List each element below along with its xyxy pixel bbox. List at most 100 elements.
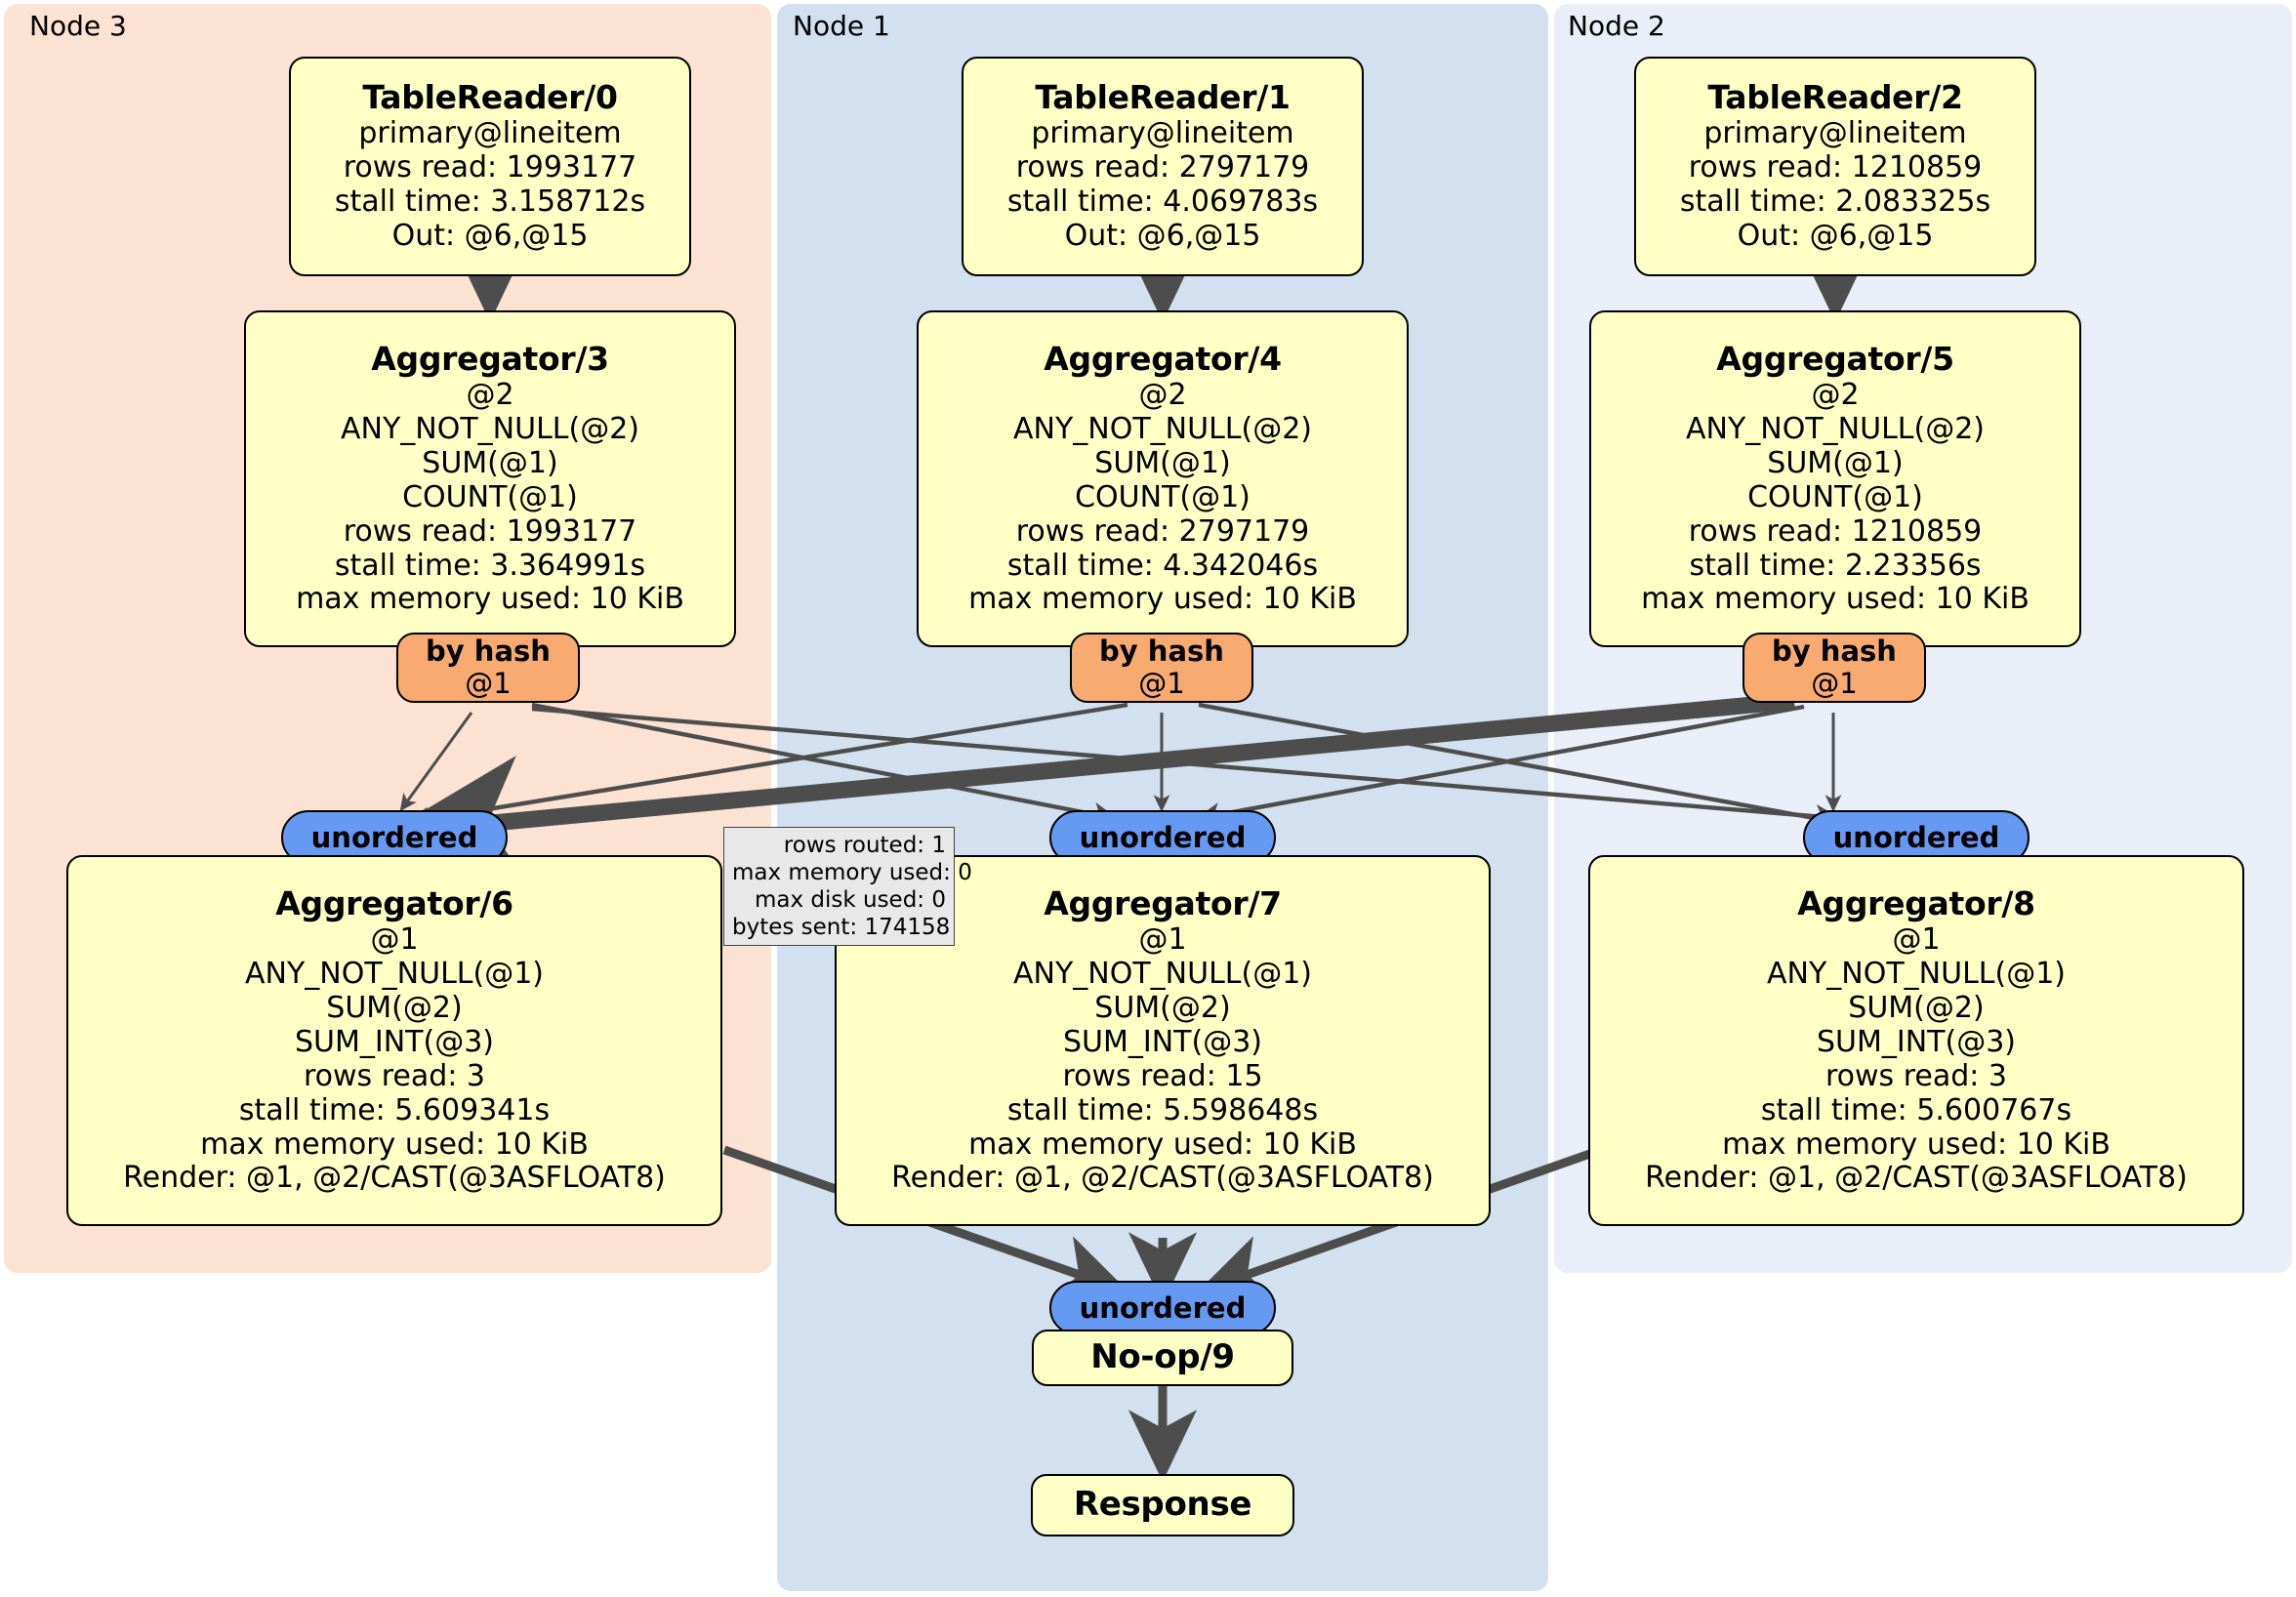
stream-label: unordered [1832,820,2000,854]
operator-noop-9[interactable]: No-op/9 [1032,1330,1293,1386]
stream-stats-tooltip: rows routed: 1 max memory used: 0 max di… [723,827,972,946]
operator-detail: stall time: 4.342046s [1006,548,1319,583]
operator-detail: COUNT(@1) [1075,479,1250,514]
operator-detail: stall time: 3.158712s [334,184,646,220]
operator-detail: stall time: 2.083325s [1679,184,1991,220]
operator-detail: ANY_NOT_NULL(@1) [1013,956,1312,991]
operator-aggregator-3[interactable]: Aggregator/3 @2 ANY_NOT_NULL(@2) SUM(@1)… [244,310,736,647]
router-label: by hash [426,634,551,668]
router-by-hash-4[interactable]: by hash @1 [1070,633,1253,703]
operator-detail: Out: @6,@15 [1064,219,1261,254]
operator-detail: rows read: 2797179 [1015,513,1310,549]
operator-title: Aggregator/7 [1044,883,1282,922]
operator-detail: max memory used: 10 KiB [200,1126,589,1162]
operator-title: TableReader/1 [1035,77,1291,116]
operator-detail: SUM(@2) [1848,990,1985,1025]
operator-title: Aggregator/3 [371,339,609,378]
operator-aggregator-4[interactable]: Aggregator/4 @2 ANY_NOT_NULL(@2) SUM(@1)… [917,310,1409,647]
cluster-label-node-2: Node 2 [1568,10,1665,42]
operator-detail: rows read: 1210859 [1688,513,1983,549]
operator-detail: SUM(@1) [422,445,558,480]
operator-aggregator-6[interactable]: Aggregator/6 @1 ANY_NOT_NULL(@1) SUM(@2)… [66,855,722,1226]
operator-detail: rows read: 15 [1062,1058,1263,1093]
operator-detail: stall time: 2.23356s [1689,548,1982,583]
operator-detail: stall time: 5.600767s [1760,1092,2072,1127]
operator-detail: ANY_NOT_NULL(@1) [245,956,544,991]
operator-detail: primary@lineitem [358,116,622,151]
operator-detail: rows read: 3 [303,1058,486,1093]
operator-detail: SUM_INT(@3) [295,1024,494,1059]
operator-detail: max memory used: 10 KiB [968,582,1357,617]
router-column: @1 [1811,666,1858,700]
operator-title: Aggregator/6 [275,883,513,922]
operator-detail: Out: @6,@15 [391,219,589,254]
operator-detail: max memory used: 10 KiB [1641,582,2030,617]
stream-label: unordered [1079,1290,1247,1325]
operator-detail: @2 [1138,377,1187,412]
operator-detail: @1 [1892,921,1941,957]
operator-detail: max memory used: 10 KiB [968,1126,1357,1162]
operator-detail: rows read: 1993177 [343,513,637,549]
operator-detail: SUM_INT(@3) [1063,1024,1262,1059]
operator-title: Aggregator/5 [1716,339,1954,378]
router-column: @1 [465,666,512,700]
operator-detail: Render: @1, @2/CAST(@3ASFLOAT8) [1645,1161,2188,1196]
cluster-label-node-1: Node 1 [793,10,890,42]
router-by-hash-5[interactable]: by hash @1 [1742,633,1926,703]
router-column: @1 [1138,666,1185,700]
operator-title: Response [1073,1485,1252,1525]
operator-table-reader-0[interactable]: TableReader/0 primary@lineitem rows read… [289,57,691,276]
operator-detail: rows read: 1993177 [343,150,637,185]
router-label: by hash [1099,634,1224,668]
operator-table-reader-1[interactable]: TableReader/1 primary@lineitem rows read… [962,57,1364,276]
operator-aggregator-5[interactable]: Aggregator/5 @2 ANY_NOT_NULL(@2) SUM(@1)… [1589,310,2081,647]
stat-line: max memory used: 0 [732,860,972,886]
operator-title: TableReader/2 [1707,77,1963,116]
operator-detail: @1 [1138,921,1187,957]
operator-table-reader-2[interactable]: TableReader/2 primary@lineitem rows read… [1634,57,2036,276]
operator-detail: max memory used: 10 KiB [1722,1126,2111,1162]
operator-detail: Render: @1, @2/CAST(@3ASFLOAT8) [891,1161,1434,1196]
operator-detail: stall time: 5.598648s [1006,1092,1319,1127]
operator-title: No-op/9 [1090,1337,1235,1377]
operator-detail: ANY_NOT_NULL(@2) [1013,411,1312,446]
operator-detail: COUNT(@1) [1747,479,1923,514]
operator-detail: primary@lineitem [1703,116,1967,151]
operator-aggregator-7[interactable]: Aggregator/7 @1 ANY_NOT_NULL(@1) SUM(@2)… [835,855,1491,1226]
stat-line: bytes sent: 174158 [732,915,951,941]
operator-detail: SUM(@2) [326,990,463,1025]
stat-line: max disk used: 0 [754,887,946,914]
operator-detail: rows read: 2797179 [1015,150,1310,185]
operator-response[interactable]: Response [1031,1474,1294,1536]
operator-detail: stall time: 3.364991s [334,548,646,583]
operator-detail: SUM(@1) [1767,445,1904,480]
operator-detail: stall time: 4.069783s [1006,184,1319,220]
router-label: by hash [1772,634,1897,668]
operator-detail: @2 [466,377,514,412]
stream-unordered-8[interactable]: unordered [1803,810,2030,865]
operator-title: Aggregator/4 [1044,339,1282,378]
operator-detail: COUNT(@1) [402,479,578,514]
operator-title: TableReader/0 [362,77,618,116]
operator-detail: SUM(@2) [1094,990,1231,1025]
router-by-hash-3[interactable]: by hash @1 [396,633,580,703]
operator-detail: SUM(@1) [1094,445,1231,480]
stream-label: unordered [1079,820,1247,854]
operator-detail: rows read: 3 [1824,1058,2008,1093]
operator-detail: primary@lineitem [1031,116,1294,151]
operator-detail: Render: @1, @2/CAST(@3ASFLOAT8) [123,1161,666,1196]
operator-detail: max memory used: 10 KiB [296,582,684,617]
stat-line: rows routed: 1 [783,833,946,858]
operator-detail: stall time: 5.609341s [238,1092,551,1127]
operator-detail: ANY_NOT_NULL(@2) [1686,411,1985,446]
stream-unordered-9[interactable]: unordered [1049,1281,1276,1335]
operator-detail: ANY_NOT_NULL(@2) [341,411,639,446]
operator-aggregator-8[interactable]: Aggregator/8 @1 ANY_NOT_NULL(@1) SUM(@2)… [1588,855,2244,1226]
operator-detail: Out: @6,@15 [1737,219,1934,254]
stream-label: unordered [310,820,478,854]
operator-detail: SUM_INT(@3) [1817,1024,2016,1059]
cluster-label-node-3: Node 3 [29,10,127,42]
operator-title: Aggregator/8 [1797,883,2035,922]
operator-detail: ANY_NOT_NULL(@1) [1767,956,2066,991]
